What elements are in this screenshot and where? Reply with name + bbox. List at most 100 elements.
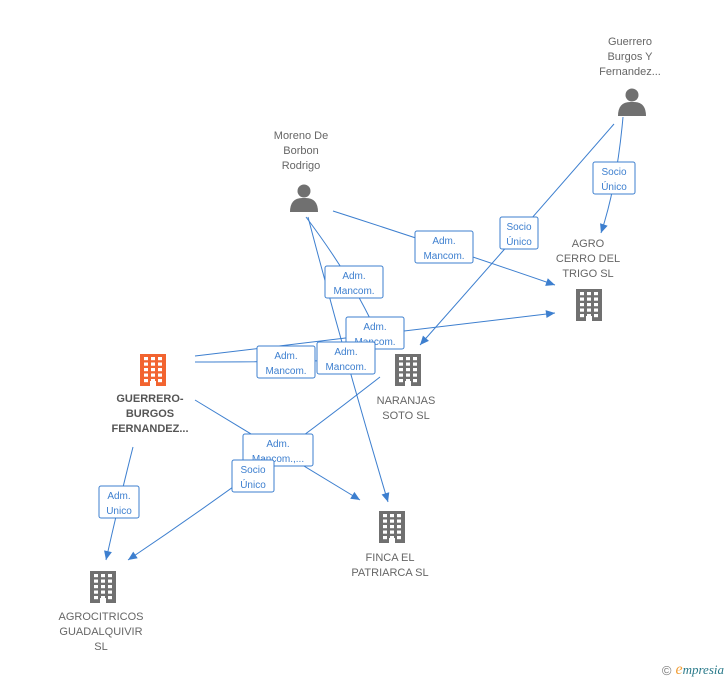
person-body <box>618 101 646 116</box>
building-window <box>413 368 417 372</box>
building-window <box>594 292 598 296</box>
building-window <box>158 362 162 366</box>
edge-label-e8[interactable]: Adm.Mancom.,... <box>242 433 314 467</box>
building-window <box>397 530 401 534</box>
building-window <box>390 514 394 518</box>
arrowhead <box>381 492 390 502</box>
node-guerrero-burgos[interactable]: GUERRERO-BURGOSFERNANDEZ... <box>112 354 189 435</box>
building-window <box>383 514 387 518</box>
edge-label-box <box>256 345 316 379</box>
empresia-brand[interactable]: © empresia <box>662 661 724 679</box>
building-window <box>580 292 584 296</box>
node-label: Guerrero <box>608 36 652 48</box>
edge-label-text: Mancom. <box>265 366 306 377</box>
node-label: Burgos Y <box>607 51 653 63</box>
arrowhead <box>128 551 138 560</box>
building-window <box>406 368 410 372</box>
edge-label-e6[interactable]: Adm. Mancom. <box>256 345 316 379</box>
node-label: CERRO DEL <box>556 253 620 265</box>
building-window <box>101 579 105 583</box>
node-label: NARANJAS <box>377 395 436 407</box>
building-window <box>587 297 591 301</box>
building-window <box>108 579 112 583</box>
edge-label-e3[interactable]: Adm.Mancom. <box>414 230 474 264</box>
node-label: Borbon <box>283 145 318 157</box>
edge-label-text: Adm. <box>432 236 455 247</box>
arrowhead <box>600 223 608 233</box>
node-label: Fernandez... <box>599 66 661 78</box>
building-window <box>399 362 403 366</box>
person-head <box>297 184 311 198</box>
edge-label-box <box>324 265 384 299</box>
node-label: Rodrigo <box>282 160 321 172</box>
building-window <box>158 357 162 361</box>
building-window <box>587 292 591 296</box>
node-label: FERNANDEZ... <box>112 423 189 435</box>
edge-label-text: Socio <box>240 465 265 476</box>
node-label: TRIGO SL <box>562 268 613 280</box>
building-door <box>389 538 395 543</box>
node-label: FINCA EL <box>366 552 415 564</box>
edge-label-e7[interactable]: Adm.Mancom. <box>316 341 376 375</box>
building-window <box>151 368 155 372</box>
building-window <box>101 596 105 600</box>
node-label: Moreno De <box>274 130 328 142</box>
building-window <box>158 368 162 372</box>
building-window <box>94 590 98 594</box>
edge-label-text: Único <box>240 478 266 491</box>
brand-name: mpresia <box>682 662 724 677</box>
building-window <box>397 525 401 529</box>
arrowhead <box>104 550 112 560</box>
building-window <box>151 379 155 383</box>
building-window <box>383 519 387 523</box>
edge-label-text: Adm. <box>107 491 130 502</box>
building-window <box>94 574 98 578</box>
node-label: SL <box>94 641 107 653</box>
building-window <box>413 362 417 366</box>
node-label: SOTO SL <box>382 410 429 422</box>
building-window <box>594 303 598 307</box>
edge-label-e4[interactable]: Adm.Mancom. <box>324 265 384 299</box>
building-window <box>151 373 155 377</box>
building-window <box>144 362 148 366</box>
edge-label-text: Adm. <box>274 351 297 362</box>
building-window <box>94 579 98 583</box>
building-window <box>158 373 162 377</box>
arrowhead <box>545 310 555 319</box>
copyright-symbol: © <box>661 662 672 678</box>
building-window <box>397 536 401 540</box>
building-window <box>383 530 387 534</box>
building-icon <box>90 571 116 603</box>
building-window <box>94 585 98 589</box>
building-window <box>406 373 410 377</box>
building-icon <box>140 354 166 386</box>
edge-label-text: Único <box>601 180 627 193</box>
edge-label-text: Mancom.,... <box>252 454 304 465</box>
node-naranjas[interactable]: NARANJAS SOTO SL <box>377 354 436 422</box>
building-window <box>94 596 98 600</box>
edge-label-box <box>592 161 636 195</box>
building-window <box>390 525 394 529</box>
edge-label-e10[interactable]: Adm.Unico <box>98 485 140 519</box>
edge-label-text: Adm. <box>334 347 357 358</box>
building-window <box>144 373 148 377</box>
arrowhead <box>350 491 360 500</box>
building-window <box>101 590 105 594</box>
building-window <box>101 585 105 589</box>
building-window <box>580 314 584 318</box>
building-window <box>594 297 598 301</box>
building-icon <box>576 289 602 321</box>
edge-label-box <box>316 341 376 375</box>
building-window <box>390 519 394 523</box>
arrowhead <box>545 278 555 286</box>
